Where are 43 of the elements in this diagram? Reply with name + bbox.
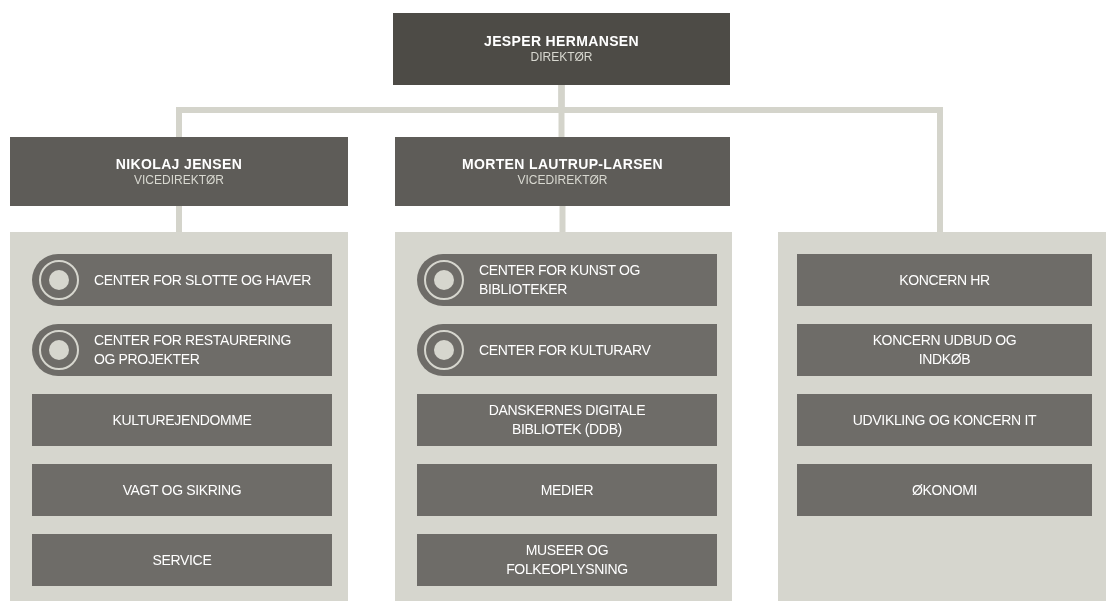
unit-box [417, 464, 717, 516]
job-title: DIREKTØR [530, 50, 593, 65]
center-box [417, 254, 717, 306]
unit-name: CENTER FOR KUNST OG BIBLIOTEKER [479, 261, 642, 299]
person-name: JESPER HERMANSEN [484, 33, 639, 50]
unit-name: CENTER FOR RESTAURERING OG PROJEKTER [94, 331, 293, 369]
unit-name: UDVIKLING OG KONCERN IT [851, 410, 1038, 430]
job-title: VICEDIREKTØR [134, 172, 224, 188]
job-title: VICEDIREKTØR [517, 172, 608, 188]
unit-box [797, 324, 1092, 376]
unit-box [797, 464, 1092, 516]
unit-name: KONCERN HR [898, 270, 991, 290]
person-box [10, 137, 348, 206]
department-panel [395, 232, 732, 601]
unit-box [417, 394, 717, 446]
center-box [417, 324, 717, 376]
unit-name: CENTER FOR KULTURARV [479, 340, 652, 360]
unit-name: VAGT OG SIKRING [121, 480, 243, 500]
connector-line [559, 206, 566, 232]
person-box [395, 137, 730, 206]
center-box [32, 324, 332, 376]
unit-box [797, 254, 1092, 306]
unit-name: MUSEER OG FOLKEOPLYSNING [505, 541, 629, 579]
unit-name: KULTUREJENDOMME [111, 410, 253, 430]
department-panel [10, 232, 348, 601]
unit-box [32, 464, 332, 516]
unit-name: MEDIER [539, 480, 595, 500]
unit-name: CENTER FOR SLOTTE OG HAVER [94, 270, 312, 290]
unit-name: DANSKERNES DIGITALE BIBLIOTEK (DDB) [487, 401, 647, 439]
unit-box [32, 534, 332, 586]
person-name: NIKOLAJ JENSEN [115, 155, 243, 173]
person-name: MORTEN LAUTRUP-LARSEN [462, 155, 663, 173]
department-panel [778, 232, 1106, 601]
unit-name: ØKONOMI [910, 480, 979, 500]
unit-box [797, 394, 1092, 446]
unit-name: KONCERN UDBUD OG INDKØB [871, 331, 1018, 369]
person-box [393, 13, 730, 85]
center-box [32, 254, 332, 306]
connector-line [176, 206, 182, 232]
unit-box [32, 394, 332, 446]
connector-line [558, 85, 943, 232]
unit-name: SERVICE [151, 550, 213, 570]
unit-box [417, 534, 717, 586]
